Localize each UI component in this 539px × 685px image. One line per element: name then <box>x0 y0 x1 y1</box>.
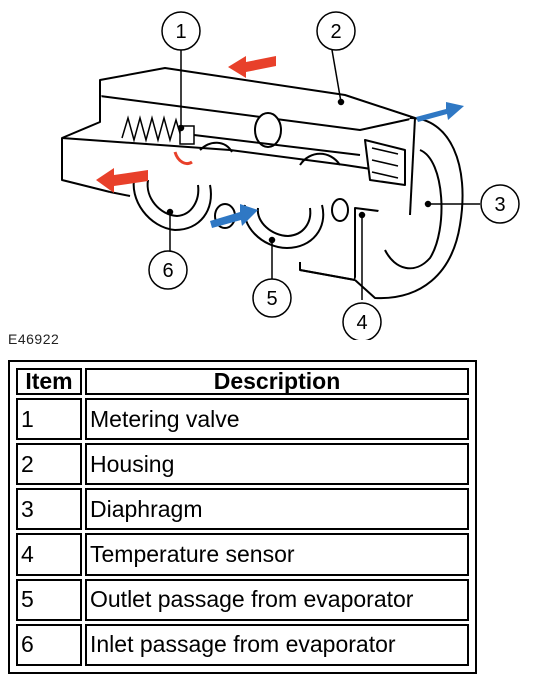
row-item: 2 <box>16 443 82 486</box>
leader-3-dot <box>424 200 432 208</box>
callout-label-2: 2 <box>330 21 341 43</box>
flow-arrows <box>96 56 464 228</box>
callout-label-5: 5 <box>266 288 277 310</box>
leader-4-dot <box>358 211 366 219</box>
callout-label-1: 1 <box>175 21 186 43</box>
header-item: Item <box>16 368 82 395</box>
row-item: 4 <box>16 533 82 576</box>
leader-2 <box>331 49 342 103</box>
hot-arrow-top <box>228 56 276 78</box>
callout-label-4: 4 <box>356 312 367 334</box>
cool-arrow-front <box>210 204 258 228</box>
figure-code: E46922 <box>8 331 60 347</box>
row-item: 3 <box>16 488 82 531</box>
leader-lines <box>166 49 480 300</box>
legend-table-grid: Item Description 1 Metering valve 2 Hous… <box>13 365 472 669</box>
metering-valve-spring <box>121 115 361 156</box>
callout-circle-6 <box>148 250 188 290</box>
valve-housing <box>61 67 464 300</box>
row-description: Diaphragm <box>85 488 469 531</box>
table-row: 5 Outlet passage from evaporator <box>16 578 469 621</box>
callout-circle-2 <box>316 11 356 51</box>
callout-labels: 1 2 3 4 5 6 <box>162 21 505 334</box>
table-row: 1 Metering valve <box>16 398 469 441</box>
table-header-row: Item Description <box>16 368 469 395</box>
callouts <box>148 11 520 340</box>
callout-label-6: 6 <box>162 260 173 282</box>
leader-2-dot <box>337 98 345 106</box>
callout-label-3: 3 <box>494 194 505 216</box>
row-description: Housing <box>85 443 469 486</box>
hot-curve-arrow <box>173 151 193 166</box>
row-description: Metering valve <box>85 398 469 441</box>
callout-circle-3 <box>480 184 520 224</box>
row-description: Outlet passage from evaporator <box>85 578 469 621</box>
callout-circle-5 <box>252 278 292 318</box>
row-item: 5 <box>16 578 82 621</box>
callout-circle-4 <box>342 302 382 340</box>
leader-5-dot <box>268 236 276 244</box>
row-item: 1 <box>16 398 82 441</box>
table-row: 4 Temperature sensor <box>16 533 469 576</box>
legend-table: Item Description 1 Metering valve 2 Hous… <box>8 360 477 674</box>
row-item: 6 <box>16 623 82 666</box>
header-description: Description <box>85 368 469 395</box>
leader-6-dot <box>166 208 174 216</box>
callout-circle-1 <box>161 11 201 51</box>
expansion-valve-diagram: 1 2 3 4 5 6 <box>61 11 520 340</box>
row-description: Inlet passage from evaporator <box>85 623 469 666</box>
leader-1-dot <box>177 124 185 132</box>
table-row: 2 Housing <box>16 443 469 486</box>
table-row: 6 Inlet passage from evaporator <box>16 623 469 666</box>
table-row: 3 Diaphragm <box>16 488 469 531</box>
hot-arrow-left <box>96 168 148 193</box>
cool-arrow-top-right <box>416 102 464 122</box>
row-description: Temperature sensor <box>85 533 469 576</box>
